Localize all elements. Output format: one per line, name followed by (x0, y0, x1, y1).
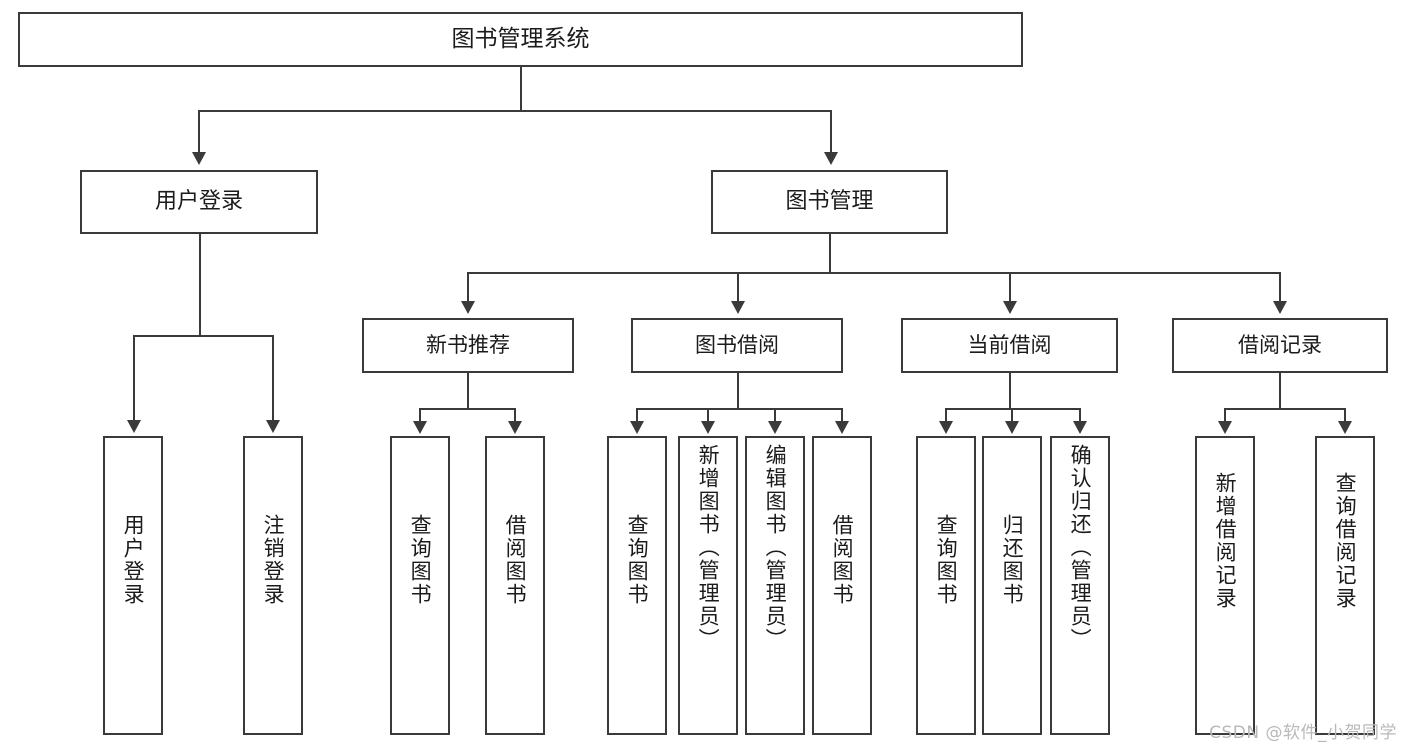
arrow-book-manage-to-book-borrow (731, 301, 745, 314)
leaf-borrow-record-query[interactable]: 查询借阅记录 (1315, 436, 1375, 735)
node-borrow-record[interactable]: 借阅记录 (1172, 318, 1388, 373)
connector-root-to-book-manage (830, 110, 832, 155)
leaf-label: 用户登录 (121, 514, 146, 606)
leaf-new-book-borrow[interactable]: 借阅图书 (485, 436, 545, 735)
node-user-login[interactable]: 用户登录 (80, 170, 318, 234)
arrow-book-borrow-leaf-2 (701, 421, 715, 434)
leaf-book-borrow-query[interactable]: 查询图书 (607, 436, 667, 735)
node-book-manage-label: 图书管理 (785, 189, 874, 215)
arrow-user-login-leaf-1 (127, 420, 141, 433)
connector-user-login-stem (199, 234, 201, 335)
connector-book-borrow-leaf-3 (774, 408, 776, 424)
leaf-label: 借阅图书 (830, 514, 855, 606)
arrow-book-manage-to-borrow-record (1273, 301, 1287, 314)
node-current-borrow[interactable]: 当前借阅 (901, 318, 1118, 373)
leaf-new-book-query[interactable]: 查询图书 (390, 436, 450, 735)
arrow-book-manage-to-current-borrow (1003, 301, 1017, 314)
arrow-user-login-leaf-2 (266, 420, 280, 433)
leaf-user-login-login[interactable]: 用户登录 (103, 436, 163, 735)
connector-root-bar (198, 110, 832, 112)
connector-new-book-stem (467, 373, 469, 408)
node-current-borrow-label: 当前借阅 (967, 333, 1052, 358)
connector-current-borrow-leaf-2 (1011, 408, 1013, 424)
connector-new-book-bar (419, 408, 515, 410)
arrow-book-manage-to-new-book (461, 301, 475, 314)
arrow-new-book-leaf-2 (508, 421, 522, 434)
connector-book-manage-to-current-borrow (1009, 272, 1011, 304)
arrow-book-borrow-leaf-4 (835, 421, 849, 434)
connector-new-book-leaf-2 (514, 408, 516, 424)
connector-borrow-record-leaf-2 (1344, 408, 1346, 424)
connector-book-manage-to-book-borrow (737, 272, 739, 304)
connector-user-login-leaf-1 (133, 335, 135, 423)
connector-book-borrow-bar (636, 408, 842, 410)
leaf-label: 新增图书（管理员） (696, 444, 721, 651)
connector-book-borrow-leaf-1 (636, 408, 638, 424)
arrow-current-borrow-leaf-2 (1005, 421, 1019, 434)
arrow-book-borrow-leaf-3 (768, 421, 782, 434)
leaf-book-borrow-borrow[interactable]: 借阅图书 (812, 436, 872, 735)
connector-book-manage-bar (467, 272, 1279, 274)
arrow-current-borrow-leaf-1 (939, 421, 953, 434)
connector-new-book-leaf-1 (419, 408, 421, 424)
connector-user-login-bar (133, 335, 272, 337)
connector-book-borrow-leaf-2 (707, 408, 709, 424)
leaf-book-borrow-add[interactable]: 新增图书（管理员） (678, 436, 738, 735)
node-root-label: 图书管理系统 (451, 26, 590, 53)
leaf-label: 编辑图书（管理员） (763, 444, 788, 651)
leaf-label: 查询借阅记录 (1333, 472, 1358, 610)
node-user-login-label: 用户登录 (154, 189, 243, 215)
leaf-user-login-logout[interactable]: 注销登录 (243, 436, 303, 735)
arrow-new-book-leaf-1 (413, 421, 427, 434)
connector-book-manage-stem (829, 234, 831, 272)
leaf-borrow-record-add[interactable]: 新增借阅记录 (1195, 436, 1255, 735)
leaf-label: 确认归还（管理员） (1068, 444, 1093, 651)
node-book-manage[interactable]: 图书管理 (711, 170, 948, 234)
leaf-label: 归还图书 (1000, 514, 1025, 606)
arrow-root-to-book-manage (824, 152, 838, 165)
arrow-book-borrow-leaf-1 (630, 421, 644, 434)
arrow-borrow-record-leaf-2 (1338, 421, 1352, 434)
node-book-borrow-label: 图书借阅 (695, 333, 779, 358)
leaf-label: 查询图书 (625, 514, 650, 606)
node-new-book-recommend-label: 新书推荐 (426, 333, 510, 358)
leaf-label: 查询图书 (934, 514, 959, 606)
connector-current-borrow-stem (1009, 373, 1011, 408)
connector-book-manage-to-borrow-record (1279, 272, 1281, 304)
leaf-current-borrow-return[interactable]: 归还图书 (982, 436, 1042, 735)
leaf-label: 注销登录 (261, 514, 286, 606)
node-root[interactable]: 图书管理系统 (18, 12, 1023, 67)
arrow-borrow-record-leaf-1 (1218, 421, 1232, 434)
connector-book-borrow-leaf-4 (841, 408, 843, 424)
connector-current-borrow-leaf-1 (945, 408, 947, 424)
connector-root-to-user-login (198, 110, 200, 155)
connector-book-manage-to-new-book (467, 272, 469, 304)
node-borrow-record-label: 借阅记录 (1238, 333, 1322, 358)
node-book-borrow[interactable]: 图书借阅 (631, 318, 843, 373)
csdn-watermark: CSDN @软件_小贺同学 (1209, 723, 1397, 743)
connector-book-borrow-stem (737, 373, 739, 408)
leaf-current-borrow-confirm-return[interactable]: 确认归还（管理员） (1050, 436, 1110, 735)
connector-borrow-record-leaf-1 (1224, 408, 1226, 424)
leaf-label: 借阅图书 (503, 514, 528, 606)
leaf-current-borrow-query[interactable]: 查询图书 (916, 436, 976, 735)
arrow-current-borrow-leaf-3 (1073, 421, 1087, 434)
node-new-book-recommend[interactable]: 新书推荐 (362, 318, 574, 373)
connector-borrow-record-bar (1224, 408, 1344, 410)
leaf-book-borrow-edit[interactable]: 编辑图书（管理员） (745, 436, 805, 735)
arrow-root-to-user-login (192, 152, 206, 165)
connector-current-borrow-leaf-3 (1079, 408, 1081, 424)
connector-borrow-record-stem (1279, 373, 1281, 408)
connector-user-login-leaf-2 (272, 335, 274, 423)
leaf-label: 查询图书 (408, 514, 433, 606)
connector-root-stem (520, 67, 522, 110)
leaf-label: 新增借阅记录 (1213, 472, 1238, 610)
